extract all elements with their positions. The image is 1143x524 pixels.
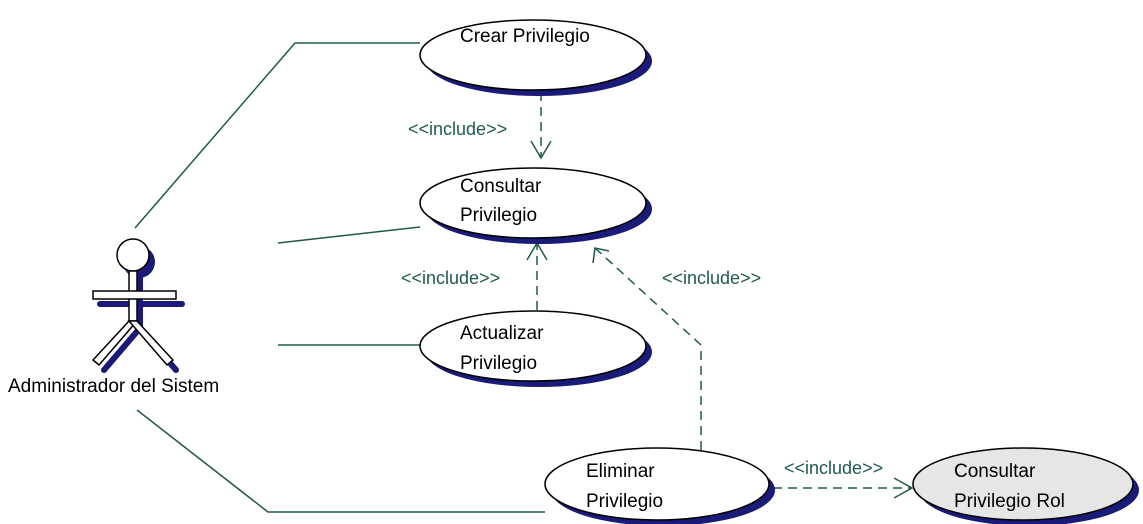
use-case-label-line-2: Privilegio Rol: [954, 491, 1065, 512]
include-relations: [526, 92, 914, 499]
use-case-label-line-2: Privilegio: [460, 205, 537, 226]
association-crear: [134, 42, 420, 229]
use-case-ellipse: [912, 447, 1134, 521]
association-eliminar: [136, 409, 545, 513]
association-consultar: [277, 226, 421, 244]
use-case-crear-privilegio[interactable]: Crear Privilegio: [419, 19, 652, 96]
actor-administrador[interactable]: Administrador del Sistem: [8, 238, 219, 397]
include-label-eliminar-consultar-rol: <<include>>: [784, 458, 883, 478]
arrowhead-eliminar-consultar-rol: [893, 477, 914, 499]
use-case-actualizar-privilegio[interactable]: Actualizar Privilegio: [419, 310, 652, 387]
use-case-label-line-1: Consultar: [954, 461, 1036, 482]
use-case-label-line-1: Eliminar: [586, 461, 655, 482]
actor-label: Administrador del Sistem: [8, 376, 219, 397]
use-case-ellipse: [544, 447, 770, 521]
use-case-label-line-1: Consultar: [460, 176, 542, 197]
use-case-label-line-2: Privilegio: [460, 353, 537, 374]
use-case-ellipse: [419, 19, 647, 91]
associations: [134, 42, 545, 513]
use-case-label-line-1: Actualizar: [460, 323, 544, 344]
include-label-actualizar-consultar: <<include>>: [401, 268, 500, 288]
include-label-crear-consultar: <<include>>: [408, 119, 507, 139]
arrowhead-crear-consultar: [530, 140, 552, 160]
include-label-eliminar-consultar: <<include>>: [662, 268, 761, 288]
use-case-label-line-2: Privilegio: [586, 491, 663, 512]
arrowhead-eliminar-consultar: [592, 247, 610, 264]
use-case-eliminar-privilegio[interactable]: Eliminar Privilegio: [544, 447, 775, 524]
use-case-consultar-privilegio-rol[interactable]: Consultar Privilegio Rol: [912, 447, 1139, 524]
actor-figure: [91, 238, 177, 367]
use-case-label: Crear Privilegio: [460, 26, 590, 47]
include-eliminar-consultar: [594, 247, 702, 450]
use-case-ellipse: [419, 310, 647, 382]
use-case-consultar-privilegio[interactable]: Consultar Privilegio: [419, 167, 652, 244]
use-case-ellipse: [419, 167, 647, 239]
include-labels: <<include>> <<include>> <<include>> <<in…: [401, 119, 883, 478]
